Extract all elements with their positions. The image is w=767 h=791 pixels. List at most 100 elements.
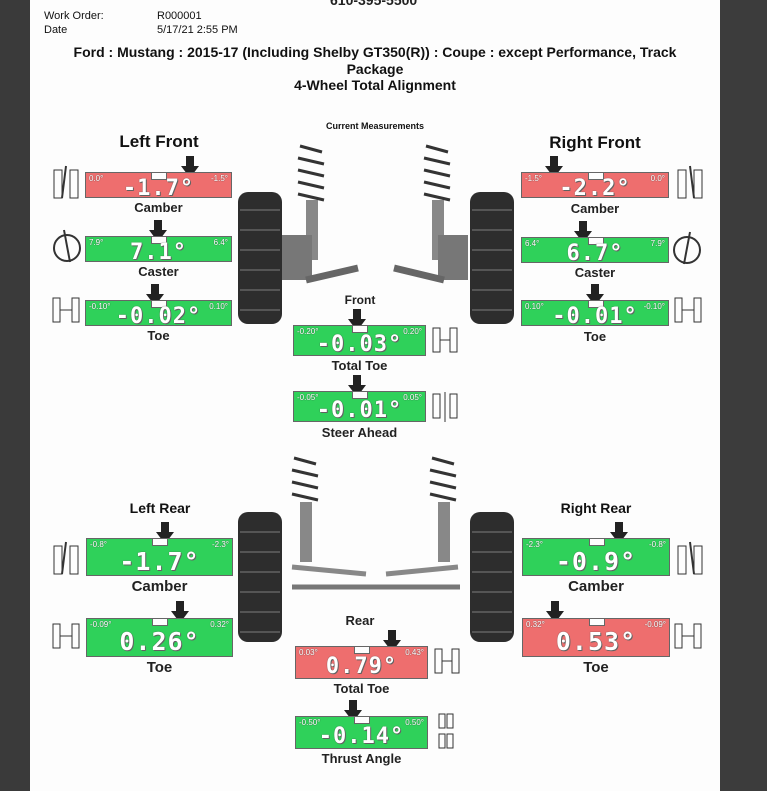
front-total-toe-min: -0.20° xyxy=(297,327,319,336)
rr-camber-value: -0.9° xyxy=(555,547,637,576)
right-front-title: Right Front xyxy=(549,133,641,152)
toe-diagram-icon xyxy=(674,623,702,649)
front-total-toe-value: -0.03° xyxy=(316,332,403,357)
rr-camber-max: -0.8° xyxy=(649,540,666,549)
lf-camber-min: 0.0° xyxy=(89,174,104,183)
rf-camber-value: -2.2° xyxy=(559,176,631,201)
steer-ahead-min: -0.05° xyxy=(297,393,319,402)
lr-toe-gauge: -0.09° 0.32° 0.26° xyxy=(86,618,233,657)
rr-camber-label: Camber xyxy=(568,578,624,595)
rear-axle-label: Rear xyxy=(345,613,375,628)
lf-toe-value: -0.02° xyxy=(115,304,202,329)
rf-caster-gauge: 6.4° 7.9° 6.7° xyxy=(521,237,669,266)
steer-ahead-diagram-icon xyxy=(432,392,458,422)
rr-camber-min: -2.3° xyxy=(526,540,543,549)
caster-diagram-icon xyxy=(53,229,81,263)
rf-toe-label: Toe xyxy=(583,329,607,344)
alignment-type: 4-Wheel Total Alignment xyxy=(294,77,456,93)
front-suspension-illustration xyxy=(238,144,514,324)
lr-toe-value: 0.26° xyxy=(119,627,200,656)
rear-total-toe-value: 0.79° xyxy=(325,654,398,679)
lf-caster-label: Caster xyxy=(138,264,179,279)
work-order-value: R000001 xyxy=(157,10,202,22)
lr-toe-label: Toe xyxy=(146,659,173,676)
rf-toe-max: -0.10° xyxy=(643,302,665,311)
thrust-angle-label: Thrust Angle xyxy=(321,751,402,766)
rf-camber-min: -1.5° xyxy=(525,174,542,183)
current-measurements-label: Current Measurements xyxy=(325,121,425,131)
rr-toe-gauge: 0.32° -0.09° 0.53° xyxy=(522,618,670,657)
thrust-angle-min: -0.50° xyxy=(299,718,321,727)
front-total-toe-gauge: -0.20° 0.20° -0.03° xyxy=(293,325,426,356)
rr-toe-label: Toe xyxy=(583,659,609,676)
lr-camber-value: -1.7° xyxy=(119,547,200,576)
rf-toe-value: -0.01° xyxy=(552,304,638,329)
rear-suspension-illustration xyxy=(238,456,514,642)
steer-ahead-max: 0.05° xyxy=(403,393,422,402)
lr-camber-gauge: -0.8° -2.3° -1.7° xyxy=(86,538,233,576)
thrust-angle-gauge: -0.50° 0.50° -0.14° xyxy=(295,716,428,749)
lr-camber-label: Camber xyxy=(131,578,188,595)
rr-camber-gauge: -2.3° -0.8° -0.9° xyxy=(522,538,670,576)
rear-total-toe-min: 0.03° xyxy=(299,648,318,657)
work-order-label: Work Order: xyxy=(44,10,104,22)
camber-diagram-icon xyxy=(53,541,79,575)
rr-toe-value: 0.53° xyxy=(555,627,637,656)
lf-toe-label: Toe xyxy=(147,328,170,343)
rf-toe-gauge: 0.10° -0.10° -0.01° xyxy=(521,300,669,329)
lf-caster-value: 7.1° xyxy=(130,240,187,265)
rf-camber-label: Camber xyxy=(570,201,620,216)
lr-toe-min: -0.09° xyxy=(90,620,112,629)
thrust-angle-diagram-icon xyxy=(438,713,454,749)
camber-diagram-icon xyxy=(53,165,79,199)
lr-camber-min: -0.8° xyxy=(90,540,107,549)
front-axle-label: Front xyxy=(344,293,376,307)
steer-ahead-gauge: -0.05° 0.05° -0.01° xyxy=(293,391,426,422)
steer-ahead-value: -0.01° xyxy=(316,398,403,423)
camber-diagram-icon xyxy=(677,541,703,575)
front-total-toe-label: Total Toe xyxy=(331,358,388,373)
lf-toe-gauge: -0.10° 0.10° -0.02° xyxy=(85,300,232,329)
rf-toe-min: 0.10° xyxy=(525,302,544,311)
lr-camber-max: -2.3° xyxy=(212,540,229,549)
front-total-toe-max: 0.20° xyxy=(403,327,422,336)
toe-diagram-icon xyxy=(52,297,80,323)
lf-camber-max: -1.5° xyxy=(211,174,228,183)
camber-diagram-icon xyxy=(677,165,703,199)
thrust-angle-value: -0.14° xyxy=(318,724,405,749)
caster-diagram-icon xyxy=(673,231,701,265)
rf-caster-max: 7.9° xyxy=(650,239,665,248)
date-value: 5/17/21 2:55 PM xyxy=(157,24,238,36)
lf-caster-gauge: 7.9° 6.4° 7.1° xyxy=(85,236,232,265)
lf-toe-min: -0.10° xyxy=(89,302,111,311)
rear-total-toe-label: Total Toe xyxy=(333,681,390,696)
rear-total-toe-max: 0.43° xyxy=(405,648,424,657)
lr-toe-max: 0.32° xyxy=(210,620,229,629)
lf-camber-value: -1.7° xyxy=(122,176,195,201)
rr-toe-max: -0.09° xyxy=(644,620,666,629)
vehicle-line-1: Ford : Mustang : 2015-17 (Including Shel… xyxy=(73,44,677,60)
date-label: Date xyxy=(44,24,68,36)
toe-diagram-icon xyxy=(52,623,80,649)
left-front-title: Left Front xyxy=(119,132,199,151)
total-toe-diagram-icon xyxy=(432,327,458,353)
left-rear-title: Left Rear xyxy=(129,500,191,516)
rf-caster-label: Caster xyxy=(574,265,616,280)
lf-camber-label: Camber xyxy=(134,200,183,215)
rf-caster-value: 6.7° xyxy=(566,241,624,266)
rr-toe-min: 0.32° xyxy=(526,620,545,629)
lf-camber-gauge: 0.0° -1.5° -1.7° xyxy=(85,172,232,201)
viewer-background xyxy=(720,0,767,791)
lf-toe-max: 0.10° xyxy=(209,302,228,311)
right-rear-title: Right Rear xyxy=(560,500,632,516)
lf-caster-max: 6.4° xyxy=(213,238,228,247)
total-toe-diagram-icon xyxy=(434,648,460,674)
rf-camber-gauge: -1.5° 0.0° -2.2° xyxy=(521,172,669,201)
shop-phone: 610-395-5500 xyxy=(330,0,418,8)
steer-ahead-label: Steer Ahead xyxy=(321,425,398,440)
thrust-angle-max: 0.50° xyxy=(405,718,424,727)
rear-total-toe-gauge: 0.03° 0.43° 0.79° xyxy=(295,646,428,679)
toe-diagram-icon xyxy=(674,297,702,323)
lf-caster-min: 7.9° xyxy=(89,238,104,247)
rf-camber-max: 0.0° xyxy=(650,174,665,183)
